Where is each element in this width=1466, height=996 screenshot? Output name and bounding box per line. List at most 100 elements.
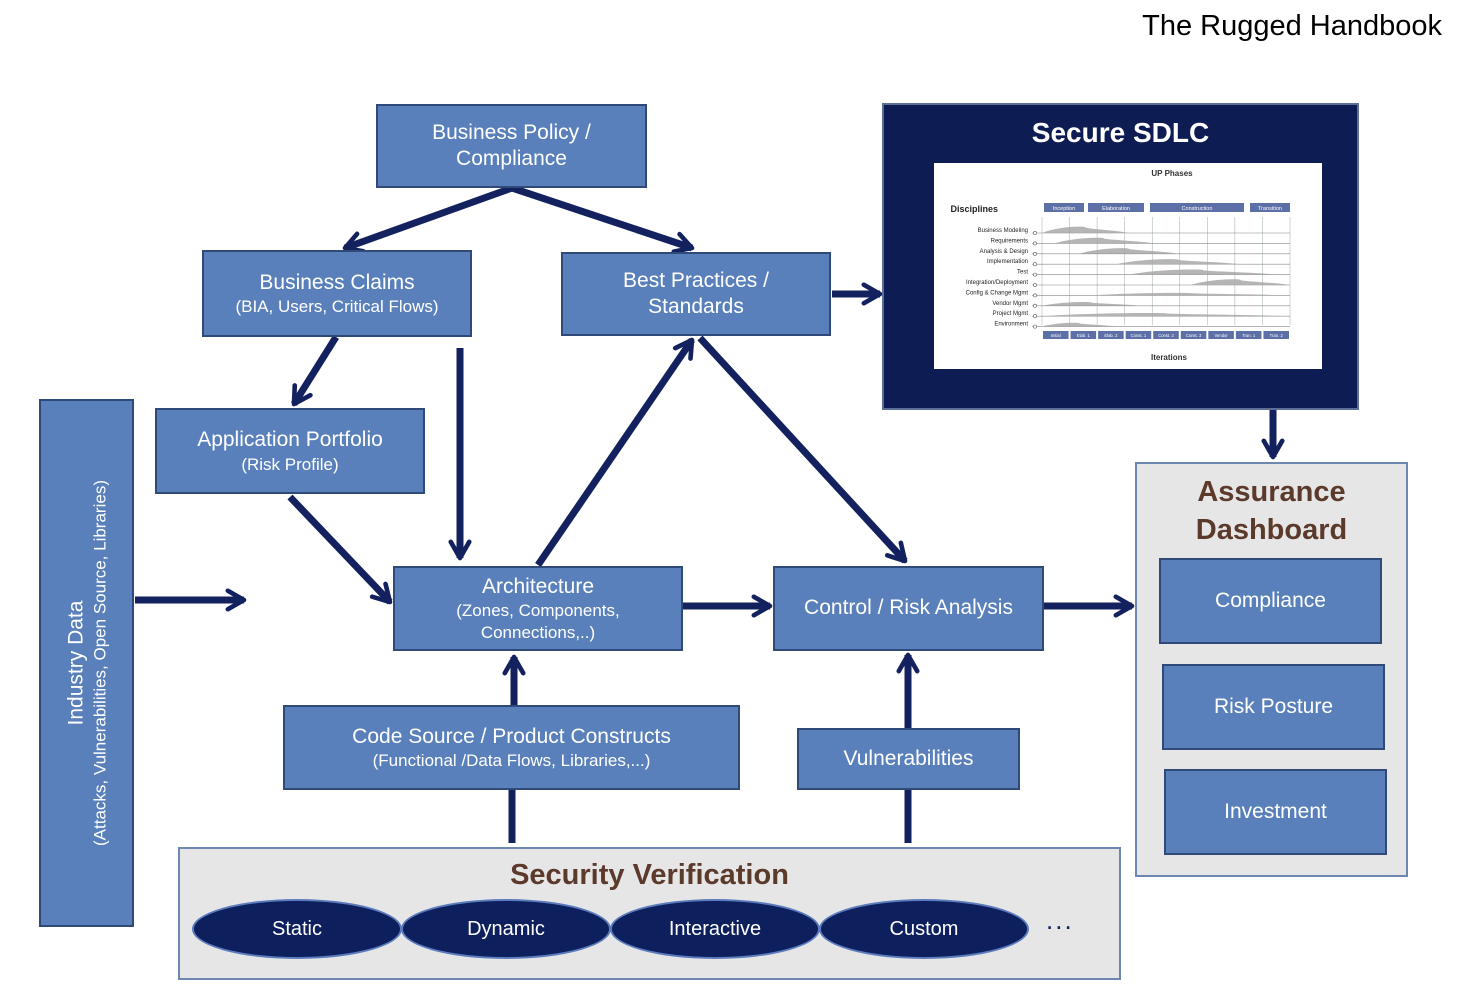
iteration-label: Vendor [1214, 333, 1228, 338]
application-portfolio-title: Application Portfolio [197, 428, 383, 452]
discipline-row-marker [1033, 283, 1037, 287]
code-source-subtitle: (Functional /Data Flows, Libraries,...) [372, 751, 651, 770]
discipline-label: Implementation [987, 259, 1028, 265]
discipline-label: Vendor Mgmt [992, 301, 1028, 307]
effort-curve [1042, 226, 1129, 233]
dashboard-item-risk-posture: Risk Posture [1162, 664, 1385, 750]
effort-curve [1091, 292, 1290, 296]
discipline-label: Analysis & Design [980, 249, 1028, 255]
iteration-box [1125, 331, 1152, 339]
iteration-label: Tran. 2 [1270, 333, 1284, 338]
phase-box [1044, 203, 1084, 212]
business-policy-box: Business Policy / Compliance [376, 104, 647, 188]
iteration-box [1235, 331, 1262, 339]
iteration-box [1208, 331, 1234, 339]
iteration-box [1043, 331, 1069, 339]
iterations-label: Iterations [1151, 353, 1188, 362]
phase-label: Elaboration [1102, 206, 1130, 212]
discipline-row-marker [1033, 251, 1037, 256]
phase-header-row: Inception Elaboration Construction Transiti… [1044, 203, 1290, 212]
effort-curve [1128, 269, 1278, 275]
security-verification-panel: Security Verification Static Dynamic Int… [178, 847, 1121, 980]
effort-curve [1190, 279, 1290, 285]
assurance-dashboard-title: Assurance [1197, 476, 1346, 508]
arrow-architecture-to-practices [535, 337, 695, 567]
phase-label: Transition [1258, 206, 1282, 212]
application-portfolio-subtitle: (Risk Profile) [241, 454, 339, 474]
dashboard-item-compliance: Compliance [1159, 558, 1382, 644]
discipline-row-marker [1033, 303, 1037, 308]
discipline-label: Integration/Deployment [966, 280, 1028, 286]
effort-curve [1042, 302, 1142, 306]
vulnerabilities-title: Vulnerabilities [843, 746, 974, 770]
architecture-box: Architecture (Zones, Components, Connect… [393, 566, 683, 651]
assurance-dashboard-title-line2: Dashboard [1195, 514, 1348, 546]
effort-curve [1042, 322, 1117, 327]
iteration-box [1180, 331, 1207, 339]
method-interactive: Interactive [610, 899, 820, 959]
control-risk-analysis-title: Control / Risk Analysis [804, 596, 1013, 620]
dashboard-item-investment: Investment [1164, 769, 1387, 855]
discipline-row-marker [1033, 293, 1037, 298]
best-practices-box: Best Practices / Standards [561, 252, 831, 336]
iteration-box [1153, 331, 1179, 339]
discipline-label: Test [1017, 270, 1028, 276]
discipline-row-marker [1033, 231, 1037, 235]
discipline-row-marker [1033, 262, 1037, 267]
page-title: The Rugged Handbook [1142, 10, 1442, 42]
phase-box [1250, 203, 1290, 212]
industry-data-subtitle: (Attacks, Vulnerabilities, Open Source, … [90, 480, 110, 846]
effort-curve [1054, 237, 1154, 244]
effort-curve [1042, 313, 1290, 317]
arrow-practices-to-control [697, 335, 908, 564]
vulnerabilities-box: Vulnerabilities [797, 728, 1020, 790]
iteration-label: Tran. 1 [1242, 333, 1256, 338]
business-claims-subtitle: (BIA, Users, Critical Flows) [235, 297, 439, 316]
effort-curve [1116, 259, 1241, 265]
discipline-label: Requirements [991, 238, 1028, 244]
discipline-label: Business Modeling [978, 228, 1028, 234]
discipline-row-marker [1033, 241, 1037, 246]
assurance-dashboard-panel: Assurance Dashboard Compliance Risk Post… [1135, 462, 1408, 877]
discipline-label: Environment [994, 322, 1028, 328]
iteration-label: Const. 3 [1186, 333, 1202, 338]
business-policy-title-line2: Compliance [456, 147, 567, 170]
discipline-label: Config & Change Mgmt [966, 290, 1029, 296]
discipline-row-marker [1033, 324, 1037, 329]
method-custom: Custom [819, 899, 1029, 959]
industry-data-text: Industry Data (Attacks, Vulnerabilities,… [62, 480, 111, 846]
dashboard-item-compliance-label: Compliance [1215, 588, 1326, 612]
arrow-portfolio-to-architecture [287, 494, 393, 605]
discipline-row-marker [1033, 272, 1037, 277]
dashboard-item-investment-label: Investment [1224, 799, 1327, 823]
architecture-subtitle: (Zones, Components, [456, 601, 620, 621]
method-dynamic: Dynamic [401, 899, 611, 959]
iteration-box [1098, 331, 1124, 339]
business-claims-box: Business Claims (BIA, Users, Critical Fl… [202, 250, 472, 337]
secure-sdlc-panel: Secure SDLC UP Phases Disciplines Incept… [882, 103, 1359, 410]
effort-curve [1079, 248, 1179, 254]
business-claims-title: Business Claims [259, 270, 415, 294]
phase-box [1088, 203, 1144, 212]
arrow-policy-to-claims [342, 184, 514, 254]
phase-label: Inception [1053, 206, 1075, 212]
discipline-row-marker [1033, 314, 1037, 319]
code-source-title: Code Source / Product Constructs [352, 724, 671, 748]
iteration-box [1070, 331, 1097, 339]
arrow-claims-to-portfolio [291, 335, 339, 407]
iteration-box [1263, 331, 1289, 339]
discipline-effort-curves [1042, 226, 1290, 327]
phase-label: Construction [1182, 206, 1213, 212]
architecture-subtitle-line2: Connections,..) [480, 622, 596, 642]
application-portfolio-box: Application Portfolio (Risk Profile) [155, 408, 425, 494]
dashboard-item-risk-posture-label: Risk Posture [1213, 694, 1334, 718]
architecture-title: Architecture [481, 575, 595, 599]
iteration-label: Initial [1051, 333, 1061, 338]
industry-data-box: Industry Data (Attacks, Vulnerabilities,… [39, 399, 134, 927]
industry-data-title: Industry Data [63, 600, 87, 726]
best-practices-title: Best Practices / [623, 268, 769, 292]
